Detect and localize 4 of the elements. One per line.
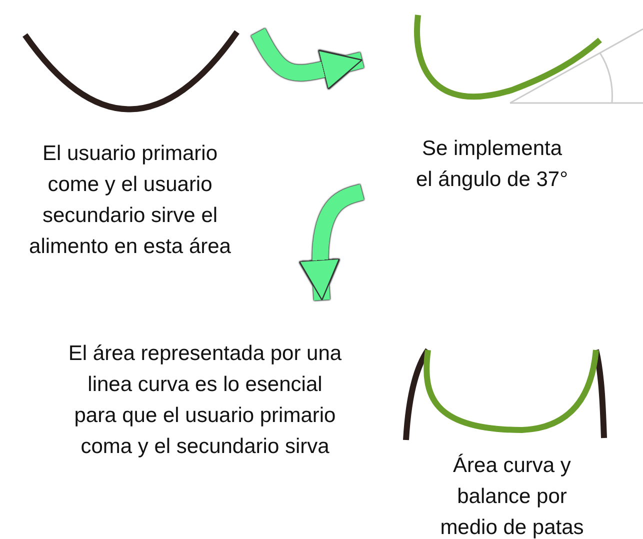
caption-text: Área curva y balance por medio de patas [439,452,585,539]
caption-text: El área representada por una linea curva es lo esencial para que el usuario primario coma y el secundario sirva [67,341,343,460]
caption-text: Se implementa el ángulo de 37° [414,136,570,193]
caption-text: El usuario primario come y el usuario secundario sirve el alimento en esta área [28,141,232,260]
